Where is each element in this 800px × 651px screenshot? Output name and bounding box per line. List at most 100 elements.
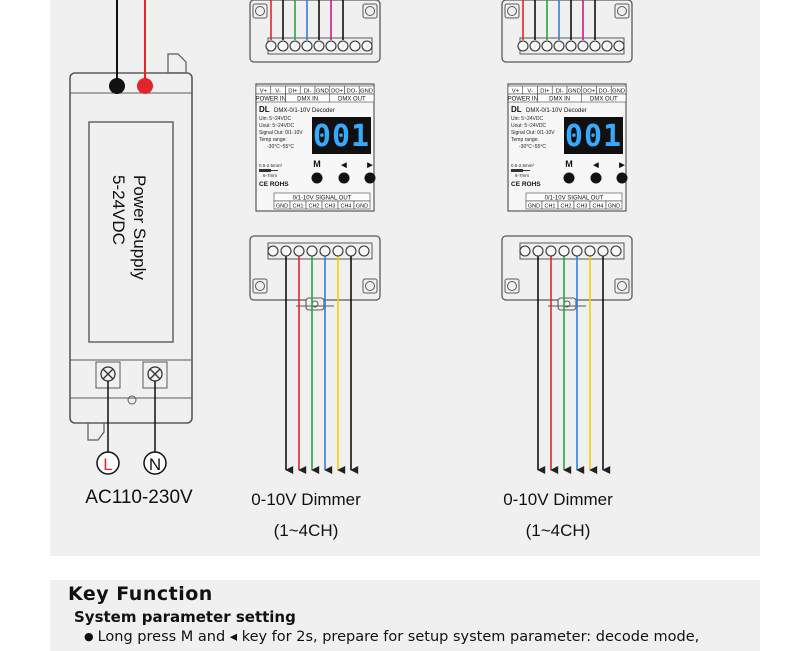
mount-hole bbox=[252, 278, 268, 294]
certification-marks: CE ROHS bbox=[511, 181, 541, 188]
left-button-label: ◀ bbox=[340, 162, 347, 169]
terminal-screw bbox=[597, 245, 609, 257]
mount-hole bbox=[504, 278, 520, 294]
terminal-group-cell bbox=[581, 93, 627, 103]
mode-button-label: M bbox=[565, 159, 573, 169]
terminal-screw bbox=[277, 40, 289, 52]
terminal-label: DO+ bbox=[331, 89, 344, 95]
mount-hole-ring bbox=[255, 6, 265, 16]
terminal-group-label: DMX IN bbox=[297, 97, 318, 103]
output-terminal-cell bbox=[353, 200, 371, 210]
instruction-item: ●Long press M and ◂ key for 2s, prepare … bbox=[84, 629, 699, 645]
terminal-screw bbox=[358, 245, 370, 257]
din-rail-clip bbox=[557, 297, 577, 311]
model-name: DMX-0/1-10V Decoder bbox=[526, 108, 587, 114]
terminal-screw bbox=[280, 245, 292, 257]
terminal-label: GND bbox=[568, 89, 581, 95]
output-terminal-label: GND bbox=[356, 204, 368, 210]
output-terminal-label: CH4 bbox=[592, 204, 603, 210]
terminal-screw bbox=[558, 245, 570, 257]
spec-line: Temp range: bbox=[259, 137, 287, 143]
mount-hole bbox=[252, 3, 268, 19]
mount-hole-ring bbox=[617, 281, 627, 291]
dimmer-caption: 0-10V Dimmer bbox=[251, 490, 361, 509]
display-readout: 001 bbox=[565, 119, 622, 154]
terminal-label: V+ bbox=[260, 89, 268, 95]
terminal-group-label: POWER IN bbox=[256, 97, 286, 103]
mount-hole-ring bbox=[365, 6, 375, 16]
terminal-screw bbox=[349, 40, 361, 52]
mount-hole-ring bbox=[255, 281, 265, 291]
terminal-screw bbox=[319, 245, 331, 257]
power-supply: Power Supply 5-24VDC L N bbox=[69, 0, 193, 475]
terminal-screw bbox=[313, 40, 325, 52]
output-terminal-label: CH2 bbox=[560, 204, 571, 210]
spec-line: Uout: 5~24VDC bbox=[511, 123, 547, 129]
power-supply-label: Power Supply bbox=[130, 175, 149, 280]
top-terminal-block bbox=[249, 0, 381, 63]
wire-strip-length: 6-7mm bbox=[263, 173, 277, 178]
terminal-label: GND bbox=[360, 89, 373, 95]
terminal-screw bbox=[337, 40, 349, 52]
terminal-screw bbox=[553, 40, 565, 52]
terminal-label: GND bbox=[612, 89, 625, 95]
terminal-screw bbox=[532, 245, 544, 257]
output-terminal-label: CH3 bbox=[576, 204, 587, 210]
spec-line: -30°C~55°C bbox=[519, 144, 546, 150]
bottom-terminal-block bbox=[249, 235, 381, 301]
led-display bbox=[312, 117, 371, 154]
mount-hole-ring bbox=[507, 281, 517, 291]
terminal-label: DO- bbox=[347, 89, 358, 95]
terminal-label: V+ bbox=[512, 89, 520, 95]
neutral-label: N bbox=[149, 455, 161, 474]
dc-negative-terminal bbox=[109, 78, 125, 94]
mount-hole bbox=[362, 3, 378, 19]
terminal-screw bbox=[571, 245, 583, 257]
terminal-screw bbox=[584, 245, 596, 257]
mode-button bbox=[311, 172, 323, 184]
terminal-screw bbox=[545, 245, 557, 257]
terminal-label: DI- bbox=[304, 89, 312, 95]
output-terminal-cell bbox=[605, 200, 623, 210]
output-terminal-label: CH3 bbox=[324, 204, 335, 210]
terminal-screw bbox=[589, 40, 601, 52]
terminal-screw bbox=[577, 40, 589, 52]
instruction-text: Long press M and ◂ key for 2s, prepare f… bbox=[97, 629, 700, 645]
terminal-screw bbox=[301, 40, 313, 52]
terminal-label: V- bbox=[275, 89, 281, 95]
output-terminal-label: GND bbox=[276, 204, 288, 210]
din-rail-clip bbox=[305, 297, 325, 311]
terminal-screw bbox=[541, 40, 553, 52]
terminal-screw bbox=[289, 40, 301, 52]
dc-positive-terminal bbox=[137, 78, 153, 94]
terminal-label: V- bbox=[527, 89, 533, 95]
dimmer-caption: 0-10V Dimmer bbox=[503, 490, 613, 509]
right-arrow-button bbox=[364, 172, 376, 184]
terminal-label: DO- bbox=[599, 89, 610, 95]
terminal-screw bbox=[517, 40, 529, 52]
live-terminal bbox=[96, 451, 120, 475]
mount-hole bbox=[614, 3, 630, 19]
right-button-label: ▶ bbox=[618, 162, 625, 169]
terminal-screw bbox=[519, 245, 531, 257]
terminal-screw bbox=[613, 40, 625, 52]
mount-hole-ring bbox=[617, 6, 627, 16]
wire-gauge-spec: 0.5-2.5mm² bbox=[511, 163, 535, 168]
spec-line: Uin: 5~24VDC bbox=[259, 116, 291, 122]
terminal-screw bbox=[345, 245, 357, 257]
spec-line: Signal Out: 0/1-10V bbox=[511, 130, 555, 136]
output-terminal-label: CH4 bbox=[340, 204, 351, 210]
led-display bbox=[564, 117, 623, 154]
signal-out-title: 0/1-10V SIGNAL OUT bbox=[293, 196, 352, 202]
power-supply-label-box bbox=[88, 121, 174, 343]
spec-line: Uout: 5~24VDC bbox=[259, 123, 295, 129]
bottom-terminal-block bbox=[501, 235, 633, 301]
terminal-screw bbox=[306, 245, 318, 257]
terminal-screw bbox=[361, 40, 373, 52]
mount-hole bbox=[362, 278, 378, 294]
left-button-label: ◀ bbox=[592, 162, 599, 169]
terminal-screw bbox=[293, 245, 305, 257]
output-terminal-label: CH1 bbox=[292, 204, 303, 210]
terminal-group-label: DMX IN bbox=[549, 97, 570, 103]
